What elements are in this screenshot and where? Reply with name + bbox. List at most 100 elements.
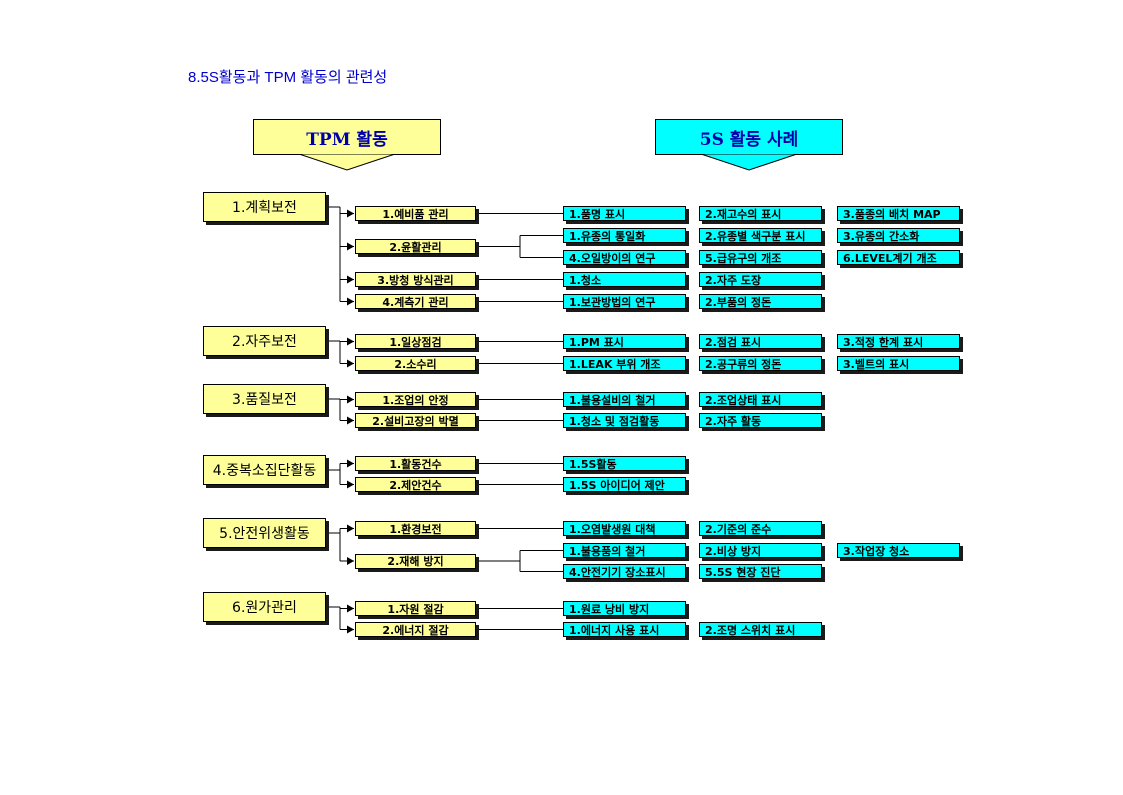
example-box-label: 5.급유구의 개조 (705, 251, 782, 265)
activity-box-label: 3.방청 방식관리 (377, 273, 454, 287)
example-box-label: 3.적정 한계 표시 (843, 335, 924, 349)
arrow-head-icon (347, 459, 354, 468)
example-box: 3.유종의 간소화 (837, 228, 960, 243)
category-box-label: 6.원가관리 (232, 600, 297, 616)
activity-box: 2.윤활관리 (355, 239, 476, 254)
example-box: 1.LEAK 부위 개조 (563, 356, 686, 371)
example-box: 2.부품의 정돈 (699, 294, 822, 309)
example-box: 1.원료 낭비 방지 (563, 601, 686, 616)
example-box: 2.비상 방지 (699, 543, 822, 558)
activity-box-label: 1.자원 절감 (387, 602, 444, 616)
activity-box: 2.설비고장의 박멸 (355, 413, 476, 428)
activity-box-label: 2.윤활관리 (389, 240, 442, 254)
example-box: 2.자주 활동 (699, 413, 822, 428)
tpm-header-label: TPM 활동 (306, 129, 388, 150)
page-title: 8.5S활동과 TPM 활동의 관련성 (188, 69, 388, 86)
fiveS-header-label: 5S 활동 사례 (699, 129, 799, 150)
category-box-label: 2.자주보전 (232, 334, 297, 350)
category-box: 3.품질보전 (203, 384, 326, 414)
example-box: 2.자주 도장 (699, 272, 822, 287)
activity-box-label: 1.활동건수 (389, 457, 442, 471)
activity-box: 1.조업의 안정 (355, 392, 476, 407)
arrow-head-icon (347, 297, 354, 306)
activity-box: 2.소수리 (355, 356, 476, 371)
example-box: 1.품명 표시 (563, 206, 686, 221)
activity-box: 2.재해 방지 (355, 553, 476, 569)
example-box-label: 2.유종별 색구분 표시 (705, 229, 806, 243)
fiveS-header-box: 5S 활동 사례 (655, 119, 843, 155)
example-box-label: 1.불용설비의 철거 (569, 393, 656, 407)
category-box-label: 3.품질보전 (232, 392, 297, 408)
category-box-label: 5.안전위생활동 (219, 526, 310, 542)
tpm-header-box: TPM 활동 (253, 119, 441, 155)
example-box: 4.오일방이의 연구 (563, 250, 686, 265)
activity-box-label: 1.예비품 관리 (382, 207, 449, 221)
example-box-label: 3.작업장 청소 (843, 544, 910, 558)
activity-box-label: 4.계측기 관리 (382, 295, 449, 309)
activity-box-label: 2.에너지 절감 (382, 623, 449, 637)
example-box: 1.불용설비의 철거 (563, 392, 686, 407)
arrow-head-icon (347, 480, 354, 489)
arrow-head-icon (347, 359, 354, 368)
example-box-label: 1.원료 낭비 방지 (569, 602, 650, 616)
activity-box-label: 1.일상점검 (389, 335, 442, 349)
arrow-head-icon (347, 416, 354, 425)
category-box: 6.원가관리 (203, 592, 326, 622)
example-box-label: 2.자주 활동 (705, 414, 762, 428)
example-box-label: 2.점검 표시 (705, 335, 762, 349)
arrow-head-icon (347, 242, 354, 251)
example-box: 5.급유구의 개조 (699, 250, 822, 265)
example-box: 6.LEVEL계기 개조 (837, 250, 960, 265)
activity-box: 1.일상점검 (355, 334, 476, 349)
example-box-label: 2.공구류의 정돈 (705, 357, 782, 371)
example-box: 1.유종의 통일화 (563, 228, 686, 243)
activity-box-label: 2.설비고장의 박멸 (372, 414, 459, 428)
example-box: 1.오염발생원 대책 (563, 521, 686, 536)
example-box: 3.품종의 배치 MAP (837, 206, 960, 221)
example-box-label: 1.LEAK 부위 개조 (569, 357, 661, 371)
example-box: 1.불용품의 철거 (563, 543, 686, 558)
arrow-head-icon (347, 557, 354, 565)
example-box-label: 1.청소 및 점검활동 (569, 414, 660, 428)
fiveS-header: 5S 활동 사례 (655, 119, 843, 171)
example-box-label: 4.오일방이의 연구 (569, 251, 656, 265)
example-box: 2.조업상태 표시 (699, 392, 822, 407)
example-box-label: 1.에너지 사용 표시 (569, 623, 660, 637)
activity-box: 2.에너지 절감 (355, 622, 476, 637)
example-box: 2.유종별 색구분 표시 (699, 228, 822, 243)
example-box: 4.안전기기 장소표시 (563, 564, 686, 579)
example-box-label: 1.오염발생원 대책 (569, 522, 656, 536)
arrow-head-icon (347, 337, 354, 346)
activity-box: 4.계측기 관리 (355, 294, 476, 309)
activity-box: 3.방청 방식관리 (355, 272, 476, 287)
example-box: 3.벨트의 표시 (837, 356, 960, 371)
category-box: 1.계획보전 (203, 192, 326, 222)
example-box-label: 2.비상 방지 (705, 544, 762, 558)
activity-box-label: 2.소수리 (394, 357, 437, 371)
example-box-label: 6.LEVEL계기 개조 (843, 251, 937, 265)
example-box-label: 3.유종의 간소화 (843, 229, 920, 243)
example-box-label: 1.PM 표시 (569, 335, 624, 349)
example-box: 3.적정 한계 표시 (837, 334, 960, 349)
example-box: 1.5S활동 (563, 456, 686, 471)
example-box: 1.청소 (563, 272, 686, 287)
example-box-label: 1.5S 아이디어 제안 (569, 478, 665, 492)
example-box: 2.점검 표시 (699, 334, 822, 349)
example-box-label: 2.재고수의 표시 (705, 207, 782, 221)
example-box: 1.청소 및 점검활동 (563, 413, 686, 428)
example-box-label: 1.유종의 통일화 (569, 229, 646, 243)
down-arrow-icon (700, 154, 798, 171)
example-box-label: 1.품명 표시 (569, 207, 626, 221)
arrow-head-icon (347, 625, 354, 634)
category-box-label: 4.중복소집단활동 (212, 463, 317, 479)
example-box: 1.5S 아이디어 제안 (563, 477, 686, 492)
activity-box-label: 2.제안건수 (389, 478, 442, 492)
category-box-label: 1.계획보전 (232, 200, 297, 216)
activity-box: 1.예비품 관리 (355, 206, 476, 221)
category-box: 4.중복소집단활동 (203, 455, 326, 485)
activity-box: 2.제안건수 (355, 477, 476, 492)
example-box: 2.재고수의 표시 (699, 206, 822, 221)
example-box: 5.5S 현장 진단 (699, 564, 822, 579)
example-box: 1.보관방법의 연구 (563, 294, 686, 309)
